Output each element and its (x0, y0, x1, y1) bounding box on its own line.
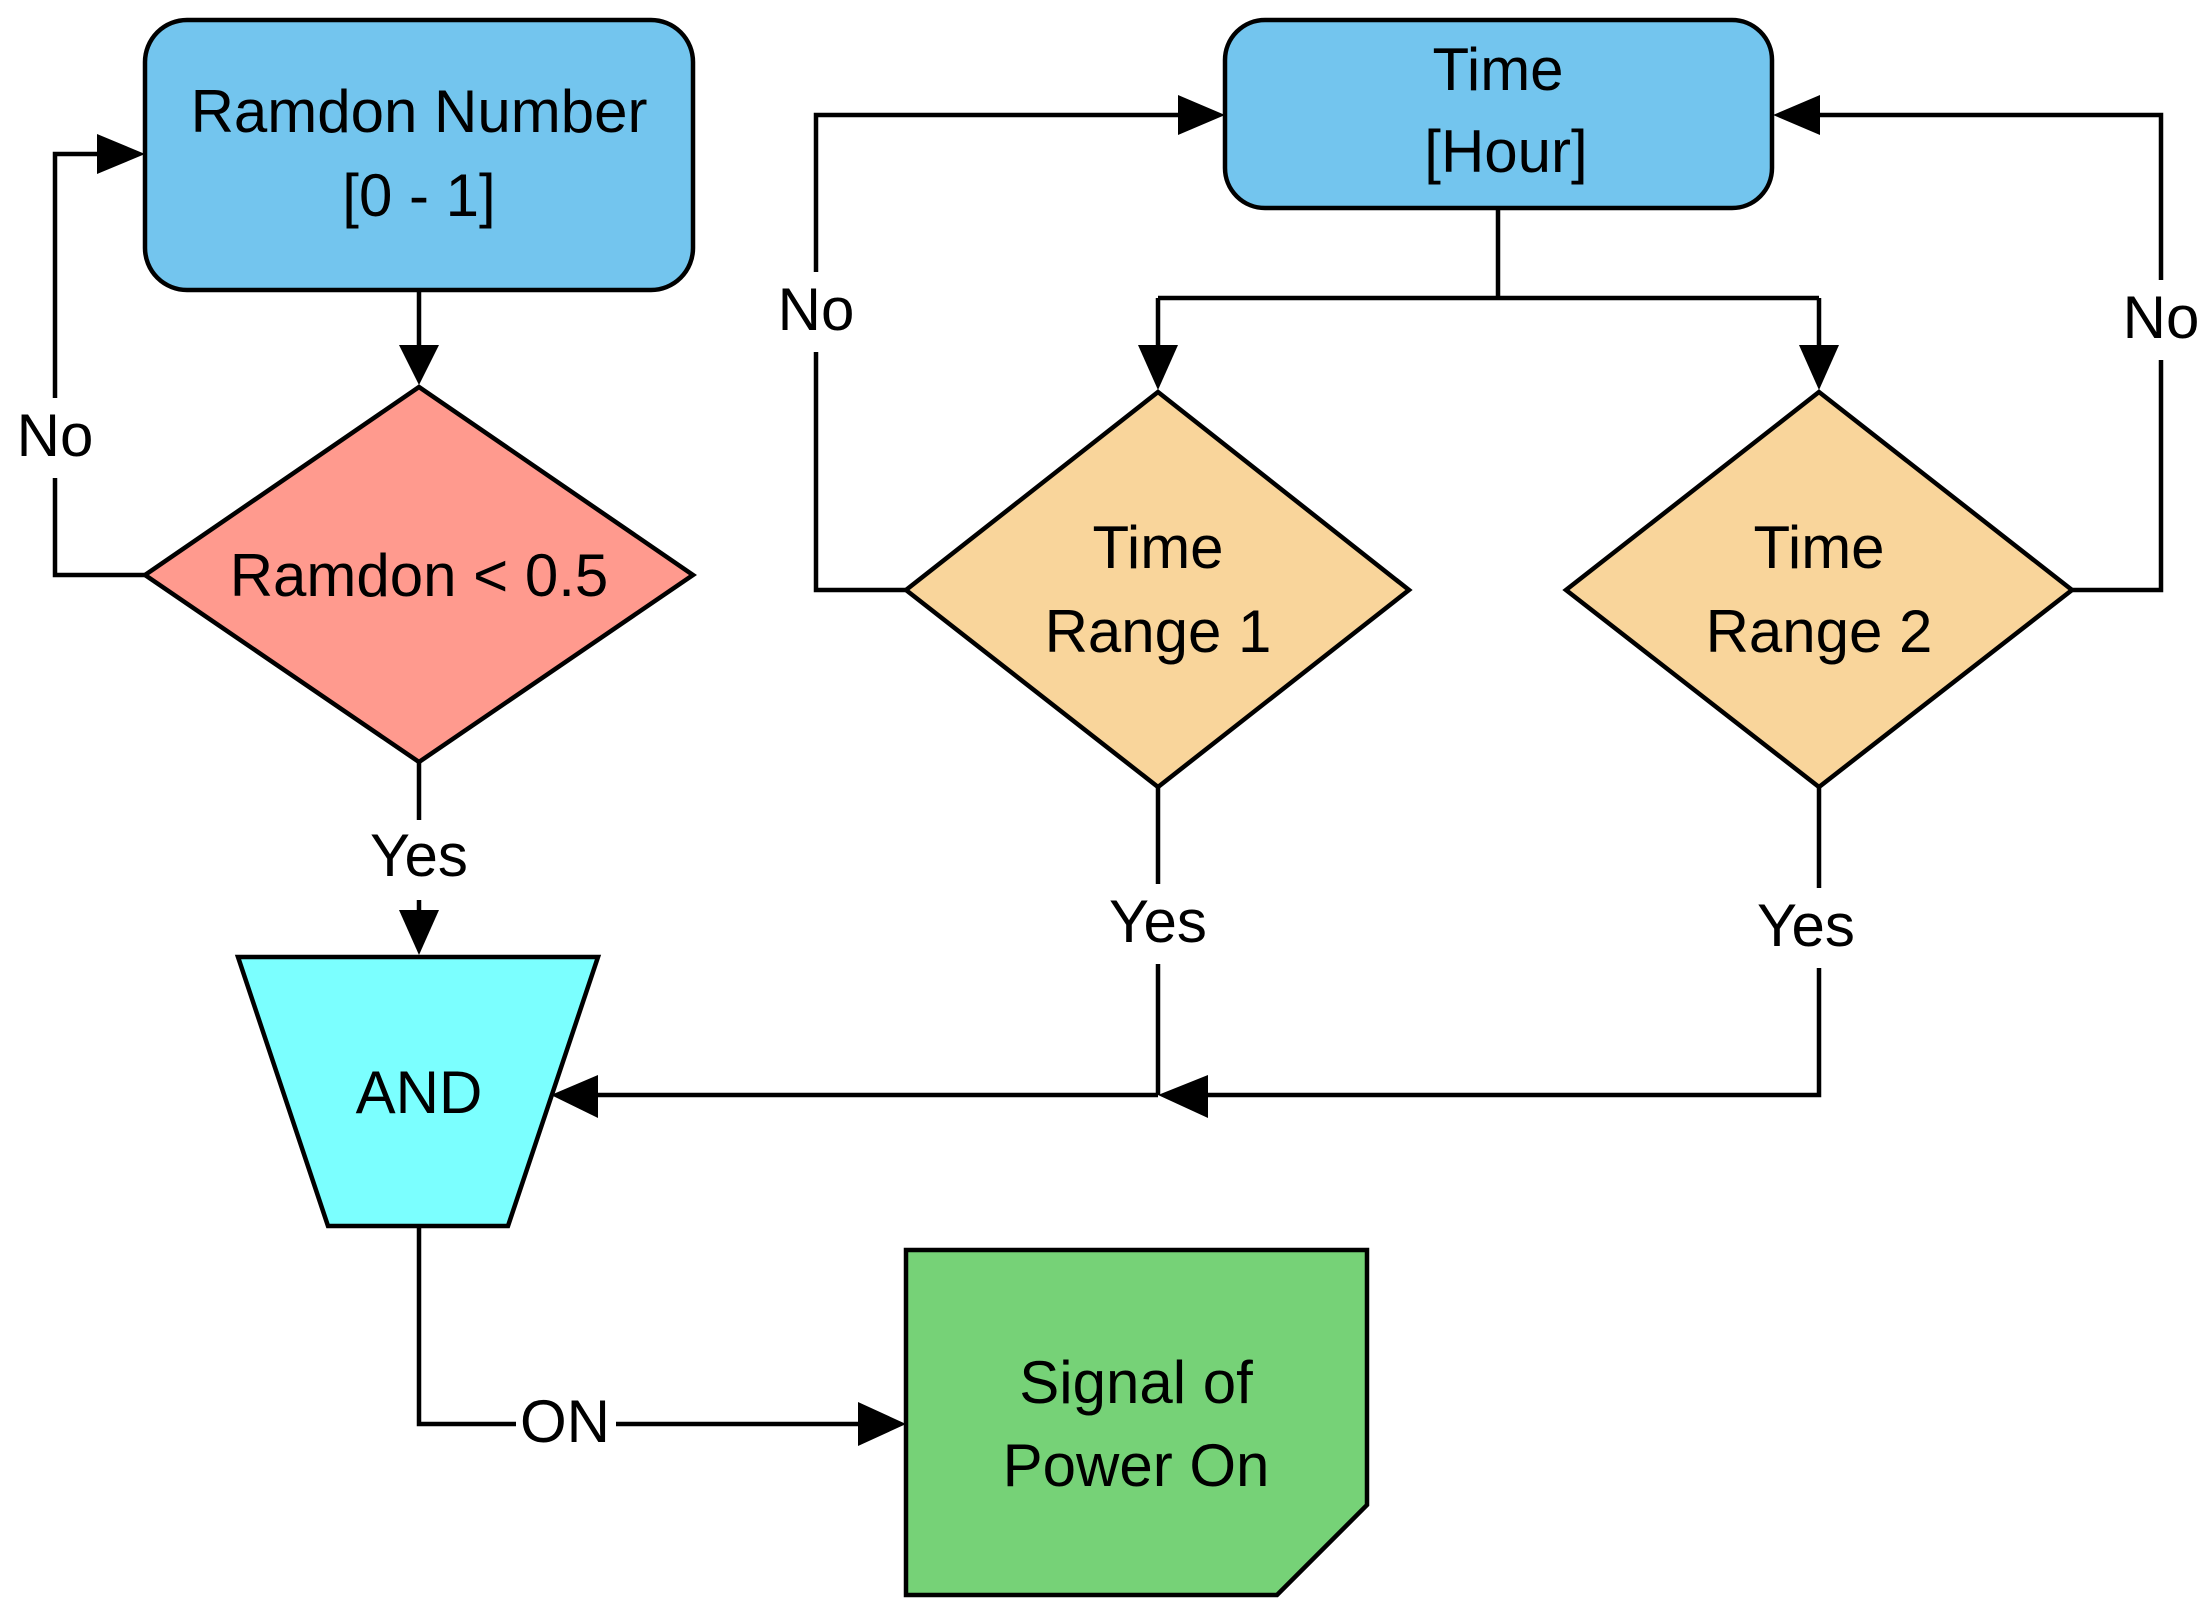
node-random-check: Ramdon < 0.5 (141, 384, 697, 765)
node-time-range-1-shape (902, 389, 1413, 790)
arrowhead-right (97, 134, 145, 174)
node-time-range-1: Time Range 1 (902, 389, 1413, 790)
node-random-number-line-1: Ramdon Number (191, 78, 648, 145)
node-random-check-label: Ramdon < 0.5 (230, 542, 609, 609)
edge-label-range1-no: No (778, 276, 855, 343)
node-time-line-1: Time (1432, 36, 1563, 103)
label-bg (360, 820, 478, 900)
node-time-line-2: [Hour] (1424, 118, 1587, 185)
node-power-on: Signal of Power On (903, 1247, 1370, 1598)
arrowhead-down (399, 345, 439, 385)
node-and-gate-label: AND (356, 1059, 483, 1126)
label-bg (2116, 280, 2206, 360)
edge-label-range1-yes: Yes (1109, 888, 1207, 955)
node-power-on-line-1: Signal of (1019, 1349, 1253, 1416)
node-and-gate-shape (234, 954, 602, 1229)
edge-label-range2-yes: Yes (1757, 892, 1855, 959)
node-power-on-shape (903, 1247, 1370, 1598)
node-time-range-2-shape (1562, 389, 2076, 790)
label-bg (10, 398, 100, 478)
arrowhead-left (1158, 1075, 1208, 1118)
edge-label-random-no: No (17, 402, 94, 469)
node-time-range-2-line-1: Time (1753, 514, 1884, 581)
edge-random-no-loop (52, 151, 145, 578)
node-time-range-1-line-2: Range 1 (1045, 598, 1272, 665)
edge-range2-yes (1200, 788, 1822, 1098)
arrowhead-right (858, 1402, 906, 1446)
label-bg (771, 272, 861, 352)
arrowhead-left (1773, 95, 1820, 135)
node-and-gate: AND (234, 954, 602, 1229)
edge-and-to-power (416, 1228, 860, 1427)
node-random-number: Ramdon Number [0 - 1] (142, 17, 696, 293)
arrowhead-down (1138, 345, 1178, 390)
edge-label-and-on: ON (520, 1388, 610, 1455)
node-time-range-2: Time Range 2 (1562, 389, 2076, 790)
edge-range1-no-loop (813, 112, 1180, 593)
node-random-number-shape (142, 17, 696, 293)
node-time-shape (1222, 17, 1775, 211)
node-time-range-2-line-2: Range 2 (1706, 598, 1933, 665)
node-power-on-line-2: Power On (1003, 1432, 1270, 1499)
arrowhead-left (551, 1075, 598, 1118)
edge-label-range2-no: No (2123, 284, 2200, 351)
label-bg (1754, 888, 1874, 968)
node-time-range-1-line-1: Time (1092, 514, 1223, 581)
label-bg (516, 1385, 616, 1463)
edge-time-split (1155, 210, 1822, 345)
edge-label-random-yes: Yes (370, 822, 468, 889)
label-bg (1098, 884, 1218, 964)
node-random-check-shape (141, 384, 697, 765)
node-random-number-line-2: [0 - 1] (342, 162, 495, 229)
arrowhead-right (1178, 95, 1225, 135)
arrowhead-down (1799, 345, 1839, 390)
arrowhead-down (399, 910, 439, 955)
node-time: Time [Hour] (1222, 17, 1775, 211)
